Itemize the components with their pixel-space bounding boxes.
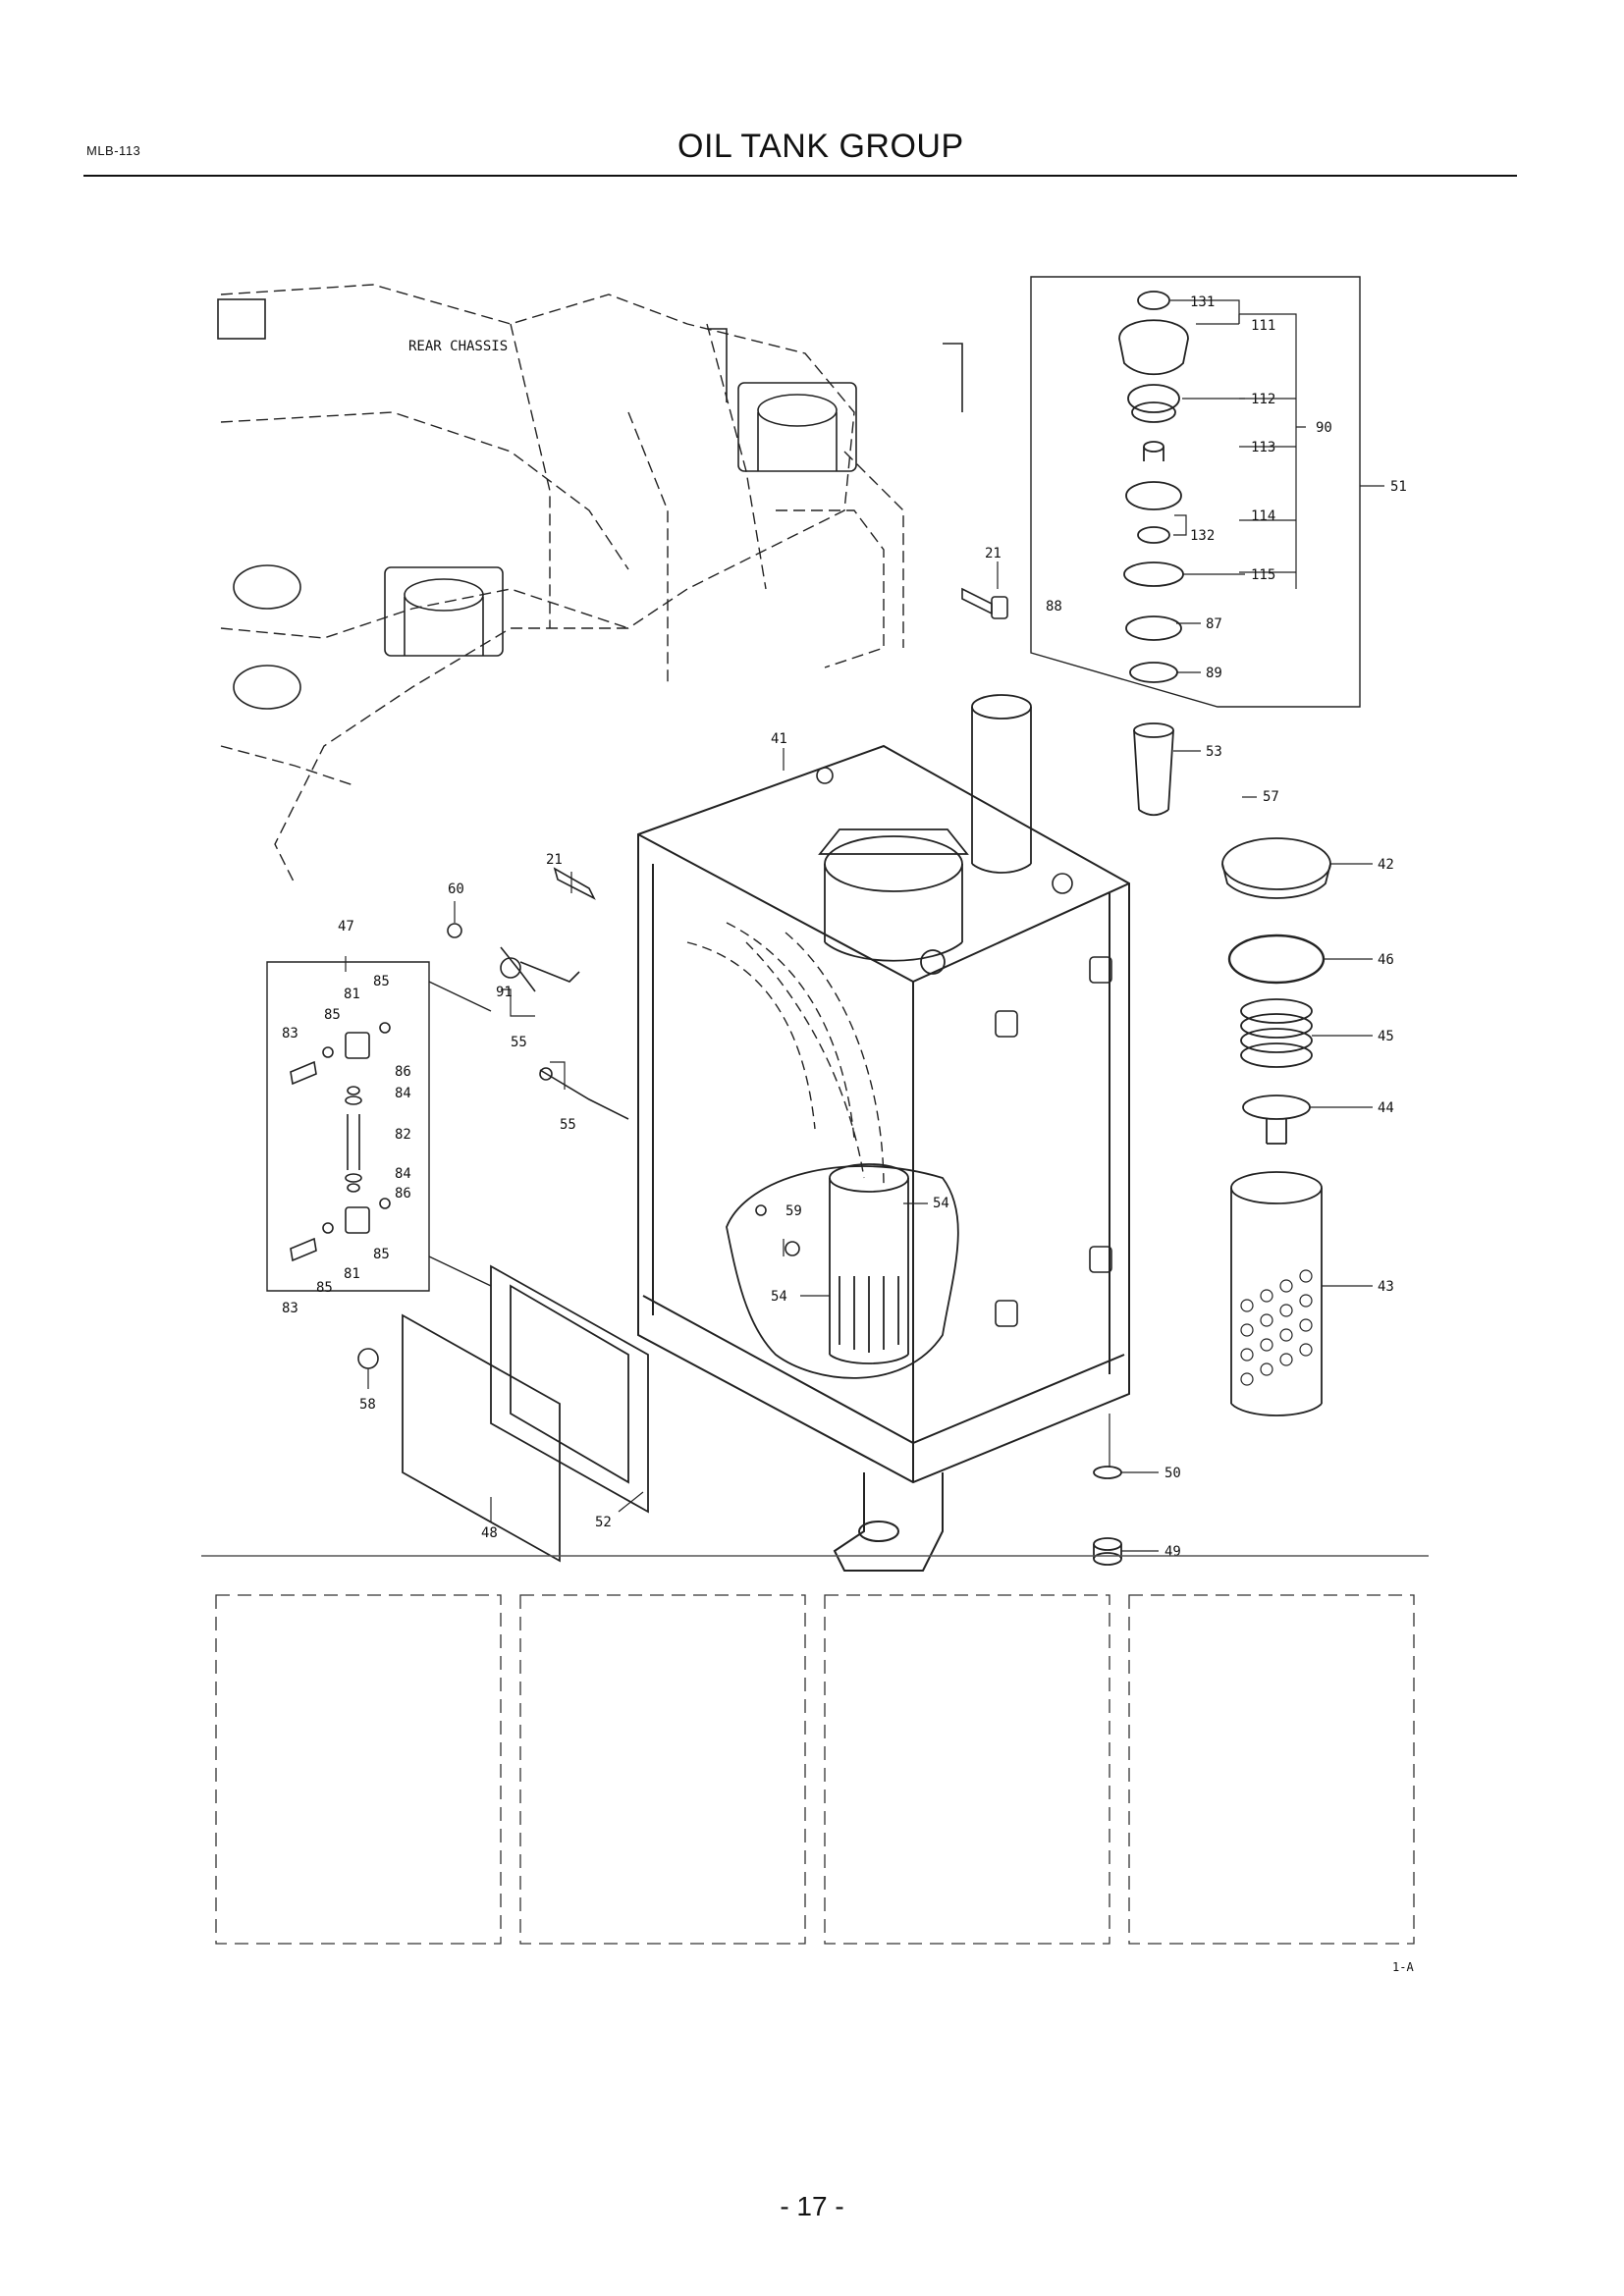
oil-tank-body xyxy=(637,744,1130,1572)
part-label-83-top: 83 xyxy=(282,1026,298,1041)
part-label-91: 91 xyxy=(496,985,513,1000)
cover-plate-48 xyxy=(402,1313,561,1563)
part-label-112: 112 xyxy=(1251,392,1275,407)
variant-code: 1-A xyxy=(1392,1960,1414,1974)
part-label-41: 41 xyxy=(771,731,787,747)
part-label-132: 132 xyxy=(1190,528,1215,544)
part-label-47: 47 xyxy=(338,919,354,934)
reference-box-2 xyxy=(519,1594,806,1945)
part-label-111: 111 xyxy=(1251,318,1275,334)
valve-44 xyxy=(1242,1095,1311,1145)
part-label-49: 49 xyxy=(1164,1544,1181,1560)
filter-element-43 xyxy=(1230,1171,1323,1416)
part-label-43: 43 xyxy=(1378,1279,1394,1295)
tank-inspection-hole xyxy=(726,1165,959,1379)
part-label-90: 90 xyxy=(1316,420,1332,436)
part-label-54-right: 54 xyxy=(933,1196,949,1211)
document-code: MLB-113 xyxy=(86,143,141,158)
part-label-59: 59 xyxy=(785,1203,802,1219)
part-label-83-bottom: 83 xyxy=(282,1301,298,1316)
part-label-52: 52 xyxy=(595,1515,612,1530)
part-label-85-top: 85 xyxy=(373,974,390,989)
part-label-21-upper: 21 xyxy=(985,546,1001,561)
part-label-57: 57 xyxy=(1263,789,1279,805)
reference-box-1 xyxy=(215,1594,502,1945)
part-label-45: 45 xyxy=(1378,1029,1394,1044)
cover-42 xyxy=(1221,837,1331,899)
part-label-60-upper: 60 xyxy=(448,881,464,897)
level-gauge-parts xyxy=(290,1022,391,1262)
part-label-44: 44 xyxy=(1378,1100,1394,1116)
part-label-21-lower: 21 xyxy=(546,852,563,868)
part-label-55-upper: 55 xyxy=(511,1035,527,1050)
reference-box-3 xyxy=(824,1594,1110,1945)
reference-box-4 xyxy=(1128,1594,1415,1945)
page-number: - 17 - xyxy=(780,2191,844,2221)
part-label-85-bottom-right: 85 xyxy=(373,1247,390,1262)
part-label-81-top: 81 xyxy=(344,987,360,1002)
part-label-46: 46 xyxy=(1378,952,1394,968)
bolt-21-upper xyxy=(961,587,1008,619)
drain-plug-parts xyxy=(1093,1466,1122,1566)
part-label-115: 115 xyxy=(1251,567,1275,583)
part-label-86-bottom: 86 xyxy=(395,1186,411,1201)
part-label-131: 131 xyxy=(1190,294,1215,310)
rear-chassis-outline xyxy=(220,284,904,884)
part-label-51: 51 xyxy=(1390,479,1407,495)
tank-bosses xyxy=(816,767,1112,1327)
part-label-55-lower: 55 xyxy=(560,1117,576,1133)
part-label-48: 48 xyxy=(481,1525,498,1541)
header-rule xyxy=(83,175,1517,177)
breather-parts xyxy=(1118,291,1189,817)
level-gauge-kit-box xyxy=(266,961,492,1292)
part-label-84-bottom: 84 xyxy=(395,1166,411,1182)
part-label-58: 58 xyxy=(359,1397,376,1413)
empty-reference-boxes xyxy=(215,1594,1415,1945)
strainer xyxy=(829,1163,909,1364)
part-label-86-top: 86 xyxy=(395,1064,411,1080)
label-rear-chassis: REAR CHASSIS xyxy=(408,339,508,354)
part-label-50-bottom: 50 xyxy=(1164,1466,1181,1481)
part-label-54-left: 54 xyxy=(771,1289,787,1305)
part-label-82: 82 xyxy=(395,1127,411,1143)
part-label-85-left: 85 xyxy=(324,1007,341,1023)
bolts-group xyxy=(357,923,800,1369)
part-label-114: 114 xyxy=(1251,508,1275,524)
return-hose-dashed xyxy=(686,922,885,1189)
leader-lines xyxy=(345,299,1384,1552)
part-label-81-bottom: 81 xyxy=(344,1266,360,1282)
part-label-53: 53 xyxy=(1206,744,1222,760)
part-label-89: 89 xyxy=(1206,666,1222,681)
part-label-87: 87 xyxy=(1206,616,1222,632)
spring-45 xyxy=(1240,998,1313,1068)
part-label-42: 42 xyxy=(1378,857,1394,873)
suction-pipe xyxy=(971,694,1032,874)
part-label-84-top: 84 xyxy=(395,1086,411,1101)
tank-top-flange xyxy=(818,828,969,975)
o-ring-46 xyxy=(1227,934,1326,985)
gasket-52 xyxy=(490,1264,649,1514)
part-label-85-bottom-left: 85 xyxy=(316,1280,333,1296)
page-title: OIL TANK GROUP xyxy=(677,128,964,165)
part-label-113: 113 xyxy=(1251,440,1275,455)
part-label-88: 88 xyxy=(1046,599,1062,614)
breather-assembly-box xyxy=(1030,276,1361,708)
rear-chassis-mounts xyxy=(217,298,963,710)
sensor-wires xyxy=(500,867,629,1120)
